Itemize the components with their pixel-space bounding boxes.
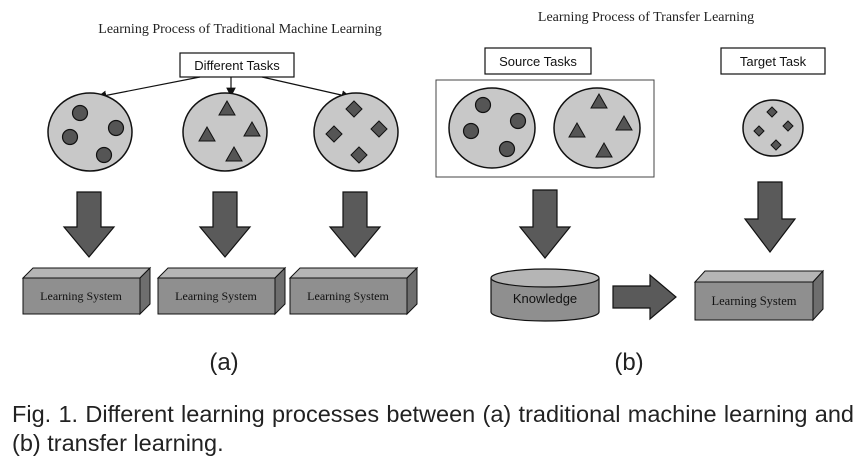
subfigure-a-label: (a) xyxy=(209,349,238,376)
source-tasks-box: Source Tasks xyxy=(484,47,592,75)
diamond-shape xyxy=(753,125,765,137)
arrow-to-circle-1 xyxy=(96,76,201,101)
target-task-label: Target Task xyxy=(740,54,807,69)
diamond-shape xyxy=(766,106,778,118)
dot-shape xyxy=(95,146,113,164)
different-tasks-label: Different Tasks xyxy=(194,58,280,73)
task-circle-2 xyxy=(182,92,268,172)
triangle-shape xyxy=(198,125,216,142)
diagram-canvas: Learning Process of Traditional Machine … xyxy=(21,10,826,376)
triangle-shape xyxy=(225,145,243,162)
triangle-shape xyxy=(595,141,613,158)
task-circle-1 xyxy=(47,92,133,172)
down-arrows-right xyxy=(518,181,797,259)
subfigure-b-label: (b) xyxy=(614,349,643,376)
diamond-shape xyxy=(350,146,368,164)
down-arrow xyxy=(743,181,797,253)
down-arrows-left xyxy=(62,191,382,258)
dot-shape xyxy=(474,96,492,114)
triangle-shape xyxy=(243,120,261,137)
learning-system-label-2: Learning System xyxy=(175,289,257,303)
down-arrow xyxy=(62,191,116,258)
right-title: Learning Process of Transfer Learning xyxy=(538,10,754,25)
down-arrow xyxy=(328,191,382,258)
learning-system-label-right: Learning System xyxy=(711,294,796,308)
diamond-shape xyxy=(325,125,343,143)
triangle-shape xyxy=(590,92,608,109)
figure-caption: Fig. 1. Different learning processes bet… xyxy=(12,401,854,456)
source-circle-2 xyxy=(553,87,641,169)
diamond-shape xyxy=(782,120,794,132)
dot-shape xyxy=(61,128,79,146)
learning-system-label-1: Learning System xyxy=(40,289,122,303)
diamond-shape xyxy=(370,120,388,138)
left-title: Learning Process of Traditional Machine … xyxy=(98,22,381,37)
different-tasks-box: Different Tasks xyxy=(179,52,295,78)
triangle-shape xyxy=(615,114,633,131)
source-circle-1 xyxy=(448,87,536,169)
right-arrow xyxy=(612,273,677,321)
triangle-shape xyxy=(568,121,586,138)
dot-shape xyxy=(107,119,125,137)
learning-system-label-3: Learning System xyxy=(307,289,389,303)
learning-system-box-3: Learning System xyxy=(288,266,419,316)
dot-shape xyxy=(71,104,89,122)
learning-system-box-right: Learning System xyxy=(693,269,825,322)
down-arrow xyxy=(198,191,252,258)
target-task-box: Target Task xyxy=(720,47,826,75)
knowledge-label: Knowledge xyxy=(513,291,577,306)
learning-system-box-1: Learning System xyxy=(21,266,152,316)
triangle-shape xyxy=(218,99,236,116)
diamond-shape xyxy=(345,100,363,118)
source-tasks-label: Source Tasks xyxy=(499,54,577,69)
target-circle xyxy=(742,99,804,157)
task-circle-3 xyxy=(313,92,399,172)
dot-shape xyxy=(498,140,516,158)
down-arrow xyxy=(518,189,572,259)
knowledge-cylinder: Knowledge xyxy=(490,268,600,322)
diamond-shape xyxy=(770,139,782,151)
dot-shape xyxy=(509,112,527,130)
learning-system-box-2: Learning System xyxy=(156,266,287,316)
arrow-to-circle-3 xyxy=(261,76,352,100)
dot-shape xyxy=(462,122,480,140)
